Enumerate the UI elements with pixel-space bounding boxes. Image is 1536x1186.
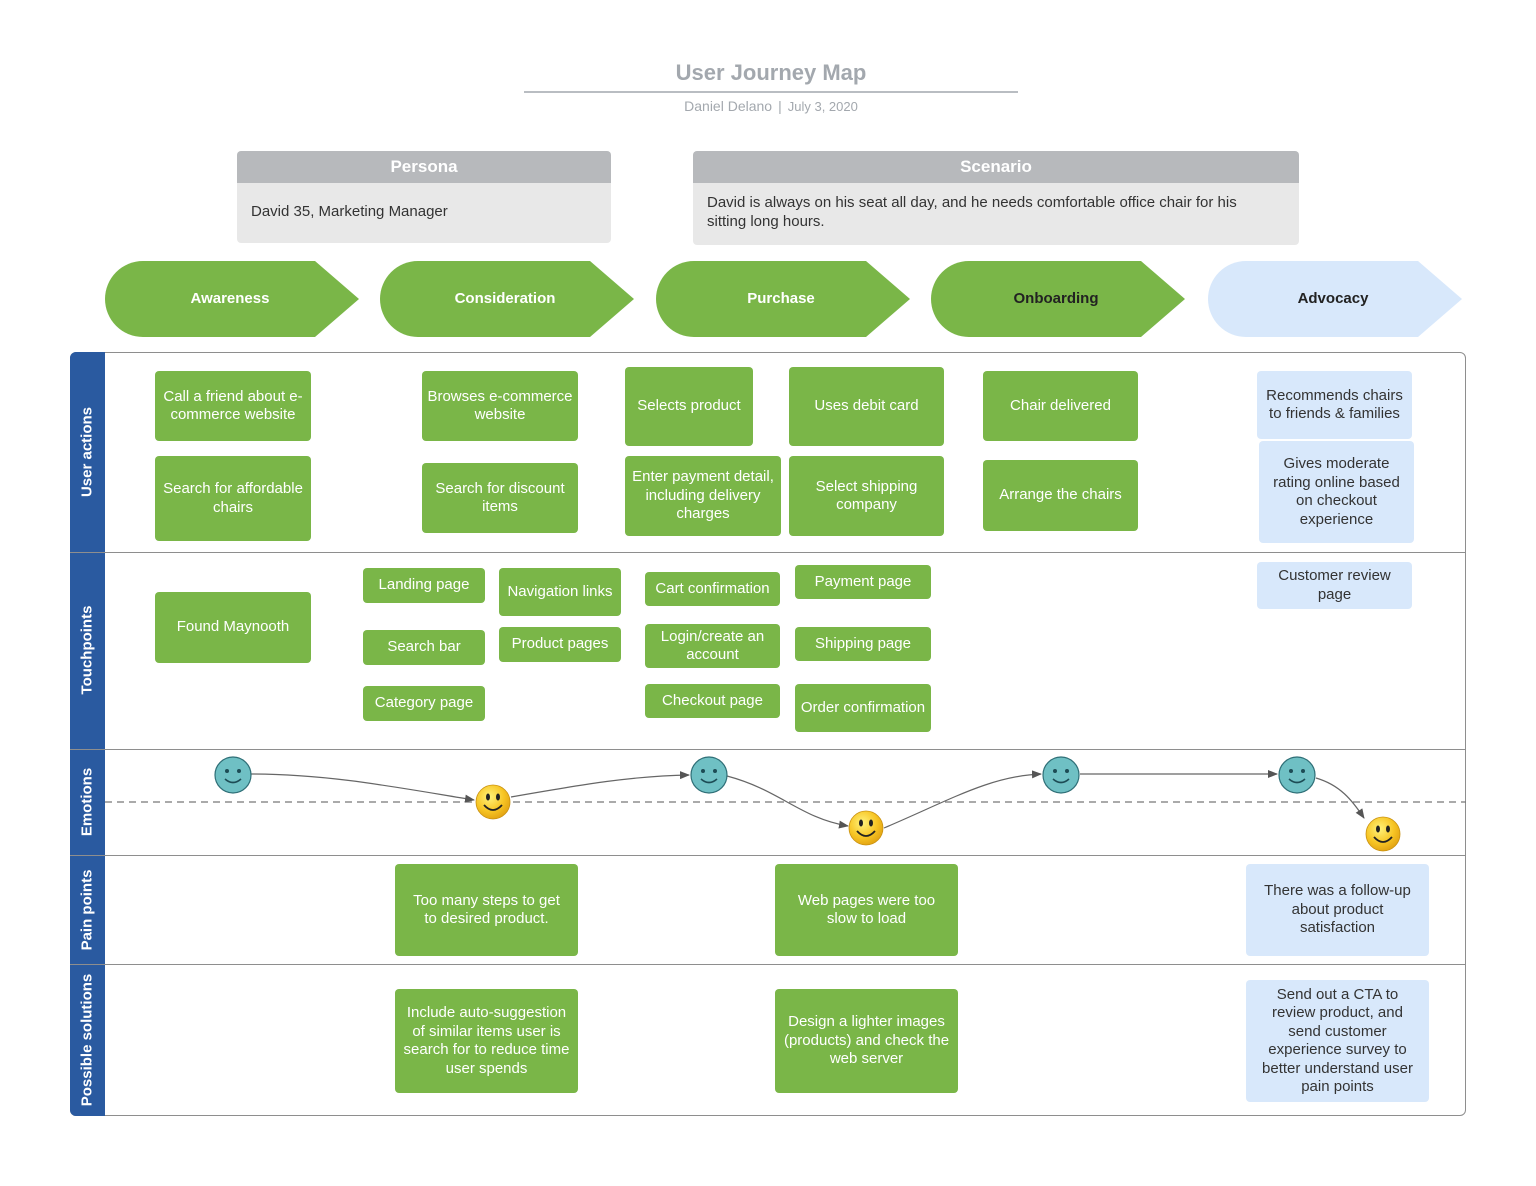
author-name: Daniel Delano xyxy=(684,98,773,114)
happy-face-icon xyxy=(1365,816,1401,852)
stage-label: Awareness xyxy=(190,290,270,307)
stage-arrow-shape xyxy=(105,261,359,337)
touchpoint-card: Search bar xyxy=(363,630,485,665)
calm-face-icon xyxy=(1042,756,1080,794)
stage-consideration: Consideration xyxy=(380,261,635,337)
touchpoint-card: Category page xyxy=(363,686,485,721)
lane-divider xyxy=(70,749,1466,750)
solution-card: Design a lighter images (products) and c… xyxy=(775,989,958,1093)
user-action-card: Gives moderate rating online based on ch… xyxy=(1259,441,1414,543)
user-action-card: Browses e-commerce website xyxy=(422,371,578,441)
pain-point-card: Too many steps to get to desired product… xyxy=(395,864,578,956)
emotion-link xyxy=(510,771,690,798)
stage-onboarding: Onboarding xyxy=(931,261,1186,337)
user-action-card: Select shipping company xyxy=(789,456,944,536)
byline-separator: | xyxy=(778,98,782,114)
emotion-link xyxy=(1315,777,1365,819)
pain-point-card: There was a follow-up about product sati… xyxy=(1246,864,1429,956)
touchpoint-card: Navigation links xyxy=(499,568,621,616)
touchpoint-card: Shipping page xyxy=(795,627,931,661)
happy-face-icon xyxy=(848,810,884,846)
stage-arrow-shape xyxy=(656,261,910,337)
stage-label: Consideration xyxy=(454,290,556,307)
stage-arrow-shape xyxy=(380,261,634,337)
lane-divider xyxy=(70,964,1466,965)
user-action-card: Search for discount items xyxy=(422,463,578,533)
stage-purchase: Purchase xyxy=(656,261,911,337)
touchpoint-card: Customer review page xyxy=(1257,562,1412,609)
user-action-card: Chair delivered xyxy=(983,371,1138,441)
touchpoint-card: Product pages xyxy=(499,627,621,662)
pain-point-card: Web pages were too slow to load xyxy=(775,864,958,956)
calm-face-icon xyxy=(214,756,252,794)
page-title: User Journey Map xyxy=(675,60,867,85)
user-action-card: Uses debit card xyxy=(789,367,944,446)
user-action-card: Recommends chairs to friends & families xyxy=(1257,371,1412,439)
lane-divider xyxy=(70,855,1466,856)
touchpoint-card: Login/create an account xyxy=(645,624,780,668)
lane-divider xyxy=(70,552,1466,553)
happy-face-icon xyxy=(475,784,511,820)
title-divider xyxy=(524,91,1018,93)
date-label: July 3, 2020 xyxy=(787,99,858,114)
touchpoint-card: Landing page xyxy=(363,568,485,603)
scenario-heading: Scenario xyxy=(693,151,1299,183)
stage-label: Advocacy xyxy=(1297,290,1369,307)
solution-card: Send out a CTA to review product, and se… xyxy=(1246,980,1429,1102)
solution-card: Include auto-suggestion of similar items… xyxy=(395,989,578,1093)
byline: Daniel Delano | July 3, 2020 xyxy=(524,98,1018,114)
stage-label: Purchase xyxy=(747,290,815,307)
touchpoint-card: Found Maynooth xyxy=(155,592,311,663)
touchpoint-card: Checkout page xyxy=(645,684,780,718)
user-action-card: Selects product xyxy=(625,367,753,446)
stage-awareness: Awareness xyxy=(105,261,360,337)
user-action-card: Arrange the chairs xyxy=(983,460,1138,531)
lane-sidebar xyxy=(70,352,105,1116)
touchpoint-card: Payment page xyxy=(795,565,931,599)
emotion-link xyxy=(250,773,475,803)
stage-arrow-shape xyxy=(1208,261,1462,337)
calm-face-icon xyxy=(690,756,728,794)
persona-text: David 35, Marketing Manager xyxy=(237,183,611,243)
user-action-card: Call a friend about e-commerce website xyxy=(155,371,311,441)
user-action-card: Search for affordable chairs xyxy=(155,456,311,541)
stage-arrow-shape xyxy=(931,261,1185,337)
scenario-text: David is always on his seat all day, and… xyxy=(693,183,1299,245)
stage-advocacy: Advocacy xyxy=(1208,261,1463,337)
touchpoint-card: Cart confirmation xyxy=(645,572,780,606)
emotion-link xyxy=(726,775,849,829)
calm-face-icon xyxy=(1278,756,1316,794)
user-action-card: Enter payment detail, including delivery… xyxy=(625,456,781,536)
stage-label: Onboarding xyxy=(1013,290,1099,307)
persona-heading: Persona xyxy=(237,151,611,183)
emotion-link xyxy=(883,770,1042,829)
touchpoint-card: Order confirmation xyxy=(795,684,931,732)
